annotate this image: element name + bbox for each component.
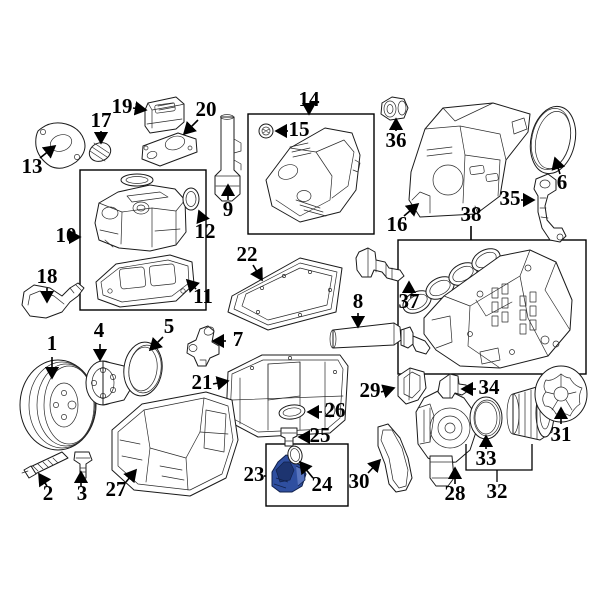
part-oil-deflector bbox=[397, 367, 427, 405]
callout-12: 12 bbox=[195, 219, 216, 243]
callout-31: 31 bbox=[551, 422, 572, 446]
callout-23: 23 bbox=[244, 462, 265, 486]
leader-lines bbox=[38, 101, 569, 488]
callout-24: 24 bbox=[312, 472, 334, 496]
box-intake-manifold-group bbox=[397, 239, 587, 375]
callout-10: 10 bbox=[56, 223, 77, 247]
callout-25: 25 bbox=[310, 423, 331, 447]
callout-20: 20 bbox=[196, 97, 217, 121]
callout-35: 35 bbox=[500, 186, 521, 210]
callout-18: 18 bbox=[37, 264, 58, 288]
callout-5: 5 bbox=[164, 314, 175, 338]
callout-19: 19 bbox=[112, 94, 133, 118]
part-vacuum-pump bbox=[144, 96, 185, 134]
part-turbo-oil-line bbox=[533, 173, 567, 243]
callout-1: 1 bbox=[47, 331, 58, 355]
part-front-crankshaft-seal bbox=[123, 341, 163, 397]
callout-22: 22 bbox=[237, 242, 258, 266]
callout-34: 34 bbox=[479, 375, 501, 399]
part-engine-appearance-cover bbox=[265, 127, 361, 223]
callout-26: 26 bbox=[325, 398, 346, 422]
callout-7: 7 bbox=[233, 327, 244, 351]
callout-15: 15 bbox=[289, 117, 310, 141]
callout-16: 16 bbox=[387, 212, 408, 236]
callout-11: 11 bbox=[193, 284, 213, 308]
callout-32: 32 bbox=[487, 479, 508, 503]
callout-17: 17 bbox=[91, 108, 112, 132]
callout-2: 2 bbox=[43, 481, 54, 505]
part-lower-oil-pan bbox=[111, 391, 239, 497]
part-crankshaft-pulley bbox=[19, 359, 97, 451]
callout-37: 37 bbox=[399, 289, 420, 313]
callout-4: 4 bbox=[94, 318, 105, 342]
callout-30: 30 bbox=[349, 469, 370, 493]
part-oil-pan-gasket bbox=[227, 257, 343, 331]
part-air-cleaner-housing bbox=[408, 102, 531, 218]
callout-28: 28 bbox=[445, 481, 466, 505]
callout-29: 29 bbox=[360, 378, 381, 402]
callout-21: 21 bbox=[192, 370, 213, 394]
callout-6: 6 bbox=[557, 170, 568, 194]
part-oil-filler-tube bbox=[214, 114, 242, 202]
part-camshaft-position-sensor bbox=[186, 325, 220, 367]
callout-labels: 1 2 3 4 5 6 7 8 9 10 11 12 13 14 15 16 1… bbox=[22, 87, 572, 505]
callout-33: 33 bbox=[476, 446, 497, 470]
part-oil-pickup-tube bbox=[329, 322, 431, 355]
callout-9: 9 bbox=[223, 197, 234, 221]
part-valve-cover bbox=[94, 173, 200, 252]
callout-8: 8 bbox=[353, 289, 364, 313]
part-pickup-o-ring bbox=[287, 445, 303, 465]
part-crankshaft-hub bbox=[85, 360, 131, 406]
part-cover-grommet bbox=[258, 123, 274, 139]
callout-14: 14 bbox=[299, 87, 321, 111]
callout-13: 13 bbox=[22, 154, 43, 178]
part-drain-plug-gasket bbox=[278, 404, 306, 420]
callout-3: 3 bbox=[77, 481, 88, 505]
part-oil-pressure-switch bbox=[355, 247, 405, 282]
part-air-duct-grommet bbox=[380, 96, 409, 121]
callout-27: 27 bbox=[106, 477, 127, 501]
callout-36: 36 bbox=[386, 128, 407, 152]
part-vacuum-pump-gasket bbox=[141, 132, 198, 167]
part-oil-filter-o-ring bbox=[469, 396, 503, 440]
callout-38: 38 bbox=[461, 202, 482, 226]
part-serpentine-belt bbox=[377, 423, 413, 493]
part-pulley-bolt bbox=[21, 451, 69, 479]
